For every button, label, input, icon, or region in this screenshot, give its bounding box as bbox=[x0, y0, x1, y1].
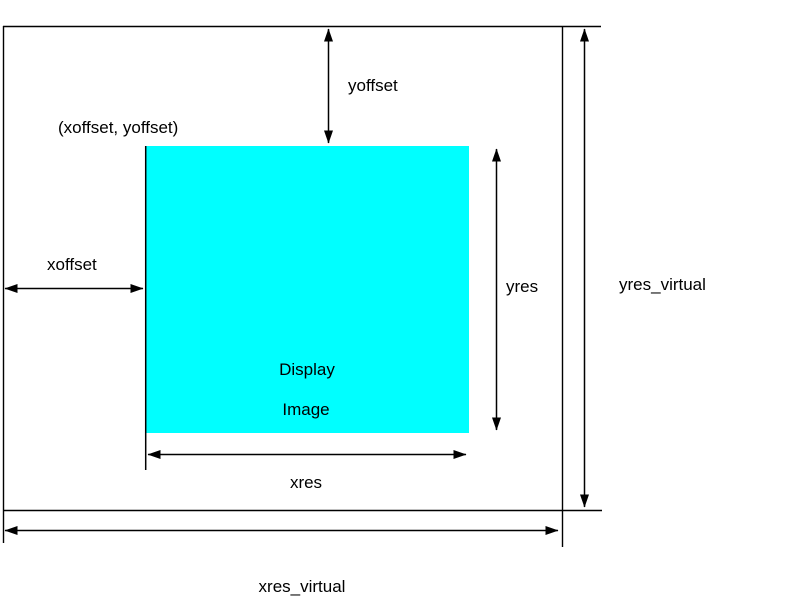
virtual-screen-border bbox=[2, 25, 602, 547]
yoffset-label: yoffset bbox=[348, 76, 398, 95]
yres-label: yres bbox=[506, 277, 538, 296]
xres-label: xres bbox=[290, 473, 322, 492]
display-image-rect bbox=[145, 146, 469, 433]
display-image-label-line2: Image bbox=[282, 400, 329, 419]
yres-virtual-label: yres_virtual bbox=[619, 275, 706, 294]
display-image-label-line1: Display bbox=[279, 360, 335, 379]
origin-label: (xoffset, yoffset) bbox=[58, 118, 178, 137]
xres-virtual-label: xres_virtual bbox=[259, 577, 346, 596]
xoffset-label: xoffset bbox=[47, 255, 97, 274]
